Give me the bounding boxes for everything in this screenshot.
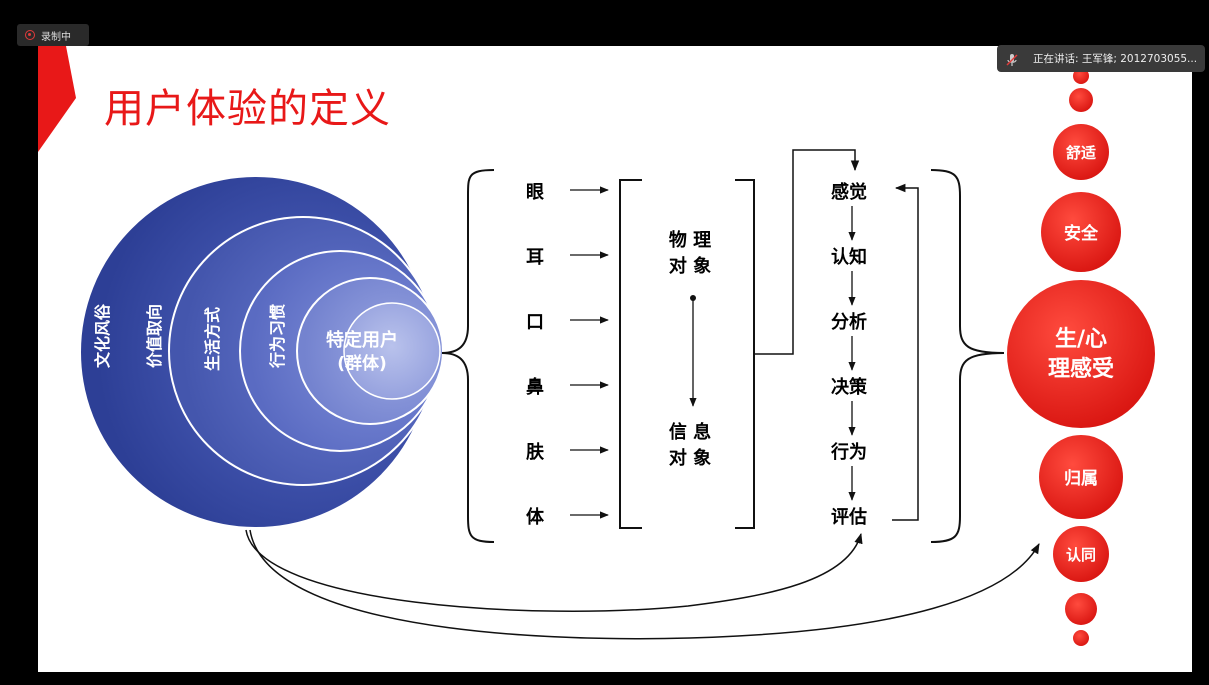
feeling-line2: 理感受 [1048,356,1114,382]
slide-title: 用户体验的定义 [104,86,391,132]
process-column: 感觉 认知 分析 决策 行为 评估 [830,181,868,528]
circle-label-habits: 行为习惯 [268,304,287,369]
sense-ear: 耳 [526,247,544,268]
sense-mouth: 口 [526,312,544,333]
need-security-label: 安全 [1064,223,1099,244]
physical-object-line1: 物 理 [669,229,711,251]
need-belonging [1039,435,1123,519]
sense-arrows [570,186,609,519]
process-cognition: 认知 [831,246,867,268]
feedback-loop [892,183,919,521]
circle-label-lifestyle: 生活方式 [203,307,222,371]
process-decision: 决策 [831,376,868,398]
microphone-muted-icon [1005,52,1019,66]
speaker-label: 正在讲话: 王军锋; 2012703055... [1033,53,1198,65]
process-connector [754,149,860,355]
circle-label-values: 价值取向 [145,304,164,368]
recording-indicator[interactable]: 录制中 [17,24,89,46]
sense-nose: 鼻 [526,376,544,398]
record-icon [25,30,35,40]
presentation-slide: 文化风俗 价值取向 生活方式 行为习惯 特定用户 (群体) 眼 耳 口 鼻 肤 … [38,46,1192,672]
need-belonging-label: 归属 [1064,468,1098,489]
needs-column: 舒适 安全 生/心 理感受 归属 认同 [1007,68,1155,646]
need-recognition-label: 认同 [1066,546,1096,564]
need-security [1041,192,1121,272]
active-speaker-indicator[interactable]: 正在讲话: 王军锋; 2012703055... [997,45,1205,72]
recording-label: 录制中 [41,31,71,43]
process-action: 行为 [830,441,867,463]
sense-body: 体 [526,506,545,528]
physical-object-line2: 对 象 [669,255,711,277]
right-brace [930,169,1005,543]
feeling-line1: 生/心 [1055,327,1107,352]
info-object-line2: 对 象 [669,447,711,469]
need-comfort-label: 舒适 [1066,144,1096,162]
center-label-line1: 特定用户 [326,329,398,351]
process-analysis: 分析 [831,311,867,333]
process-evaluation: 评估 [831,506,867,528]
user-circles [79,175,444,529]
sense-eye: 眼 [526,182,544,203]
circle-label-culture: 文化风俗 [93,303,112,368]
need-comfort [1053,124,1109,180]
senses-column: 眼 耳 口 鼻 肤 体 [526,182,545,528]
slide-diagram: 文化风俗 价值取向 生活方式 行为习惯 特定用户 (群体) 眼 耳 口 鼻 肤 … [38,46,1155,646]
feeling-circle [1007,280,1155,428]
curve-to-needs [249,529,1040,640]
info-object-line1: 信 息 [669,421,711,443]
sense-skin: 肤 [526,442,545,463]
left-brace [441,169,495,543]
center-label-line2: (群体) [337,353,387,374]
curve-to-evaluation [245,529,863,612]
corner-decoration [38,46,76,152]
process-sensation: 感觉 [831,181,867,203]
need-recognition [1053,526,1109,582]
